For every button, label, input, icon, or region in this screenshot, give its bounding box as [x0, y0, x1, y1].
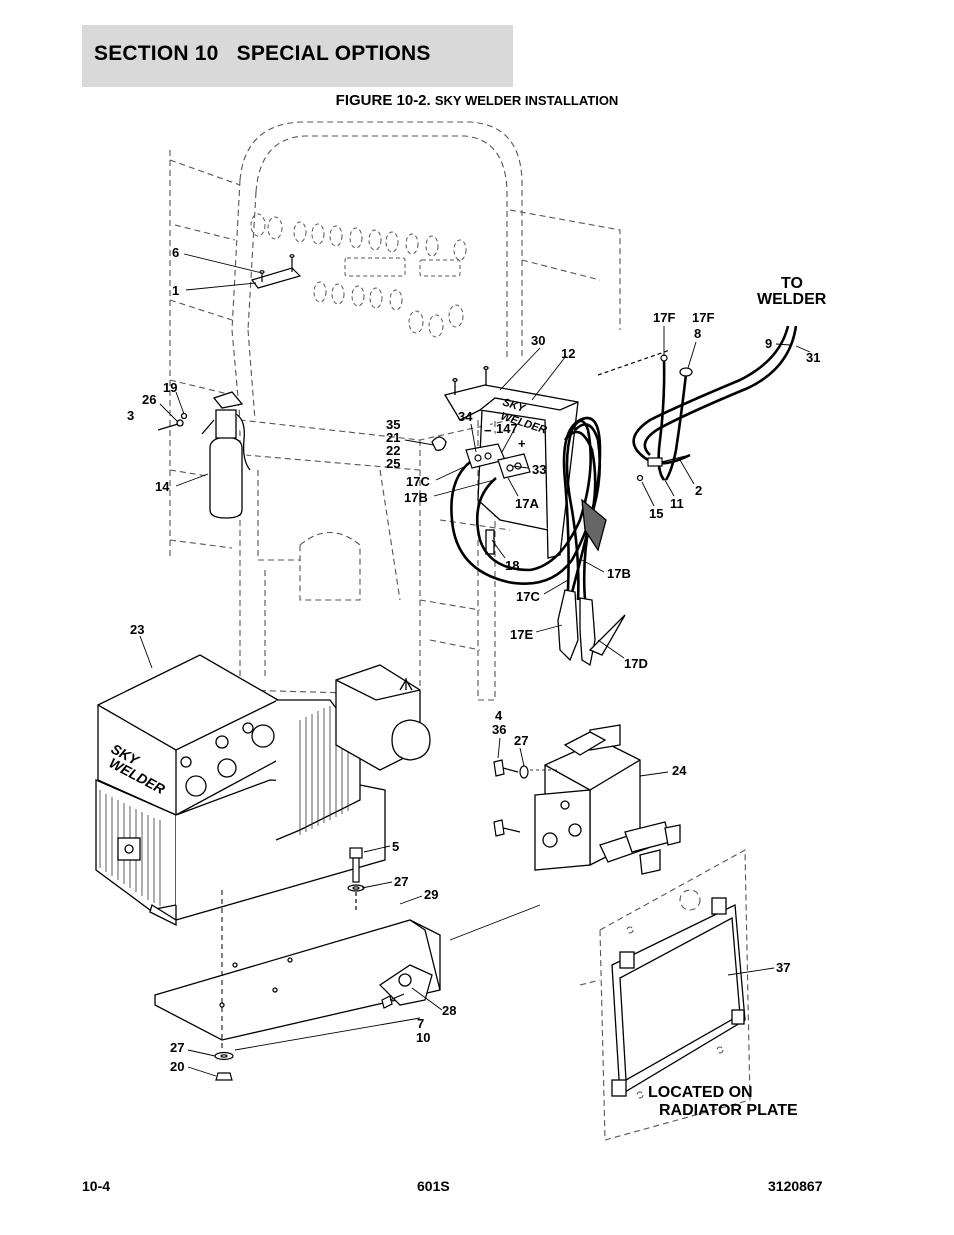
callout-6: 6 [172, 245, 179, 260]
callout-17a: 17A [515, 496, 539, 511]
figure-title: FIGURE 10-2. SKY WELDER INSTALLATION [0, 92, 954, 109]
callout-9: 9 [765, 336, 772, 351]
callout-15: 15 [649, 506, 663, 521]
callout-34: 34 [458, 409, 473, 424]
control-panel-phantom [250, 213, 467, 338]
footer-model: 601S [417, 1178, 450, 1194]
callout-18: 18 [505, 558, 519, 573]
callout-2: 2 [695, 483, 702, 498]
section-header-band [82, 25, 513, 87]
callout-17b-lower: 17B [607, 566, 631, 581]
fire-extinguisher [157, 391, 251, 519]
callout-24: 24 [672, 763, 687, 778]
callout-3: 3 [127, 408, 134, 423]
welding-cables [450, 416, 602, 601]
footer-page-number: 10-4 [82, 1178, 111, 1194]
callout-17b-upper: 17B [404, 490, 428, 505]
callout-5: 5 [392, 839, 399, 854]
callout-1: 1 [172, 283, 179, 298]
callout-17e: 17E [510, 627, 533, 642]
callout-28: 28 [442, 1003, 456, 1018]
callout-17f-right: 17F [692, 310, 714, 325]
note-located-line-1: LOCATED ON [648, 1084, 753, 1101]
callout-21: 21 [386, 430, 400, 445]
callout-27-bracket: 27 [394, 874, 408, 889]
generator-assembly [95, 654, 431, 927]
callout-14: 14 [155, 479, 170, 494]
bracket-bolts [381, 993, 405, 1009]
leader-lines [139, 253, 811, 1077]
figure-number: FIGURE 10-2. [335, 92, 431, 109]
right-cable-hardware [597, 349, 693, 482]
callout-35: 35 [386, 417, 400, 432]
note-to-welder-line-2: WELDER [757, 291, 827, 308]
panel-plus-symbol: + [518, 436, 526, 451]
bolt-and-washer [347, 847, 365, 910]
callout-23: 23 [130, 622, 144, 637]
callout-31: 31 [806, 350, 820, 365]
note-located-line-2: RADIATOR PLATE [659, 1102, 798, 1119]
callout-7: 7 [417, 1016, 424, 1031]
hydraulic-valve [534, 724, 681, 875]
callout-labels: 6 1 30 12 19 26 3 14 35 21 22 25 34 147 … [127, 245, 820, 1074]
note-to-welder-line-1: TO [781, 275, 803, 292]
callout-12: 12 [561, 346, 575, 361]
callout-17c-upper: 17C [406, 474, 430, 489]
callout-36: 36 [492, 722, 506, 737]
figure-caption: SKY WELDER INSTALLATION [434, 93, 619, 108]
callout-22: 22 [386, 443, 400, 458]
callout-8: 8 [694, 326, 701, 341]
mounting-bracket [154, 919, 441, 1041]
callout-17c-lower: 17C [516, 589, 540, 604]
washer-and-nut [214, 1051, 234, 1081]
callout-11: 11 [670, 496, 684, 511]
panel-minus-symbol: − [484, 423, 492, 438]
oil-cooler [611, 897, 746, 1097]
callout-26: 26 [142, 392, 156, 407]
callout-17d: 17D [624, 656, 648, 671]
callout-29: 29 [424, 887, 438, 902]
footer-part-number: 3120867 [768, 1178, 823, 1194]
guide-line-bracket [449, 904, 541, 941]
mounting-plate-and-studs [251, 254, 302, 289]
ground-clamps [557, 498, 626, 667]
section-title: SECTION 10 SPECIAL OPTIONS [94, 42, 431, 65]
callout-37: 37 [776, 960, 790, 975]
callout-25: 25 [386, 456, 400, 471]
callout-10: 10 [416, 1030, 430, 1045]
callout-147: 147 [496, 421, 518, 436]
callout-27-valve: 27 [514, 733, 528, 748]
callout-17f-left: 17F [653, 310, 675, 325]
callout-33: 33 [532, 462, 546, 477]
callout-19: 19 [163, 380, 177, 395]
valve-bolts [493, 759, 529, 837]
callout-30: 30 [531, 333, 545, 348]
callout-27-bottom: 27 [170, 1040, 184, 1055]
callout-4: 4 [495, 708, 503, 723]
callout-20: 20 [170, 1059, 184, 1074]
